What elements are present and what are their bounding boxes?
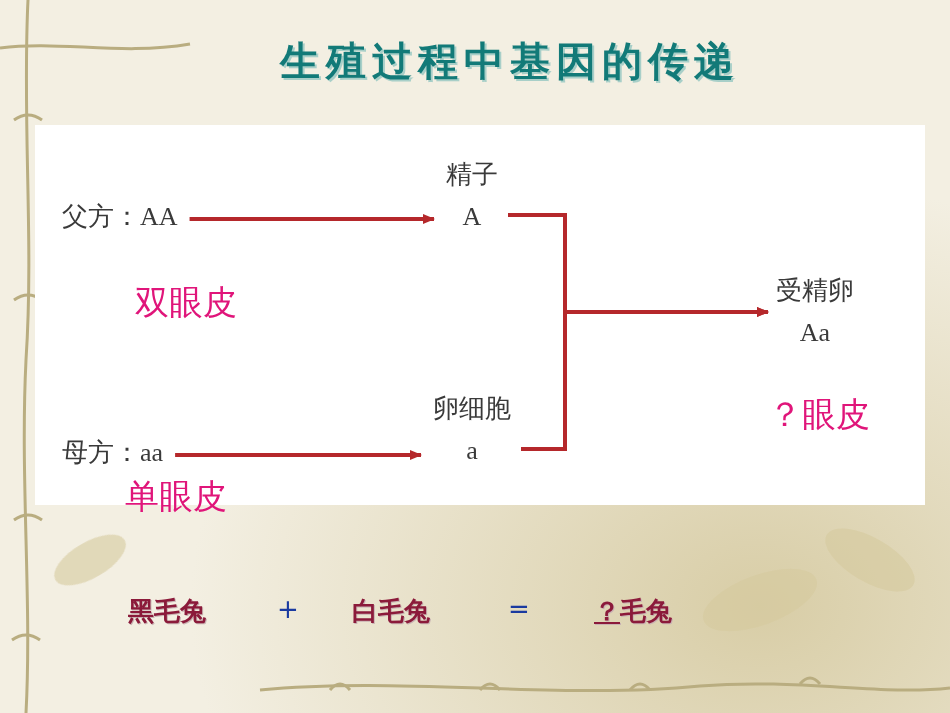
arrow-connector <box>521 312 768 449</box>
rabbit-label: 毛兔 <box>620 594 672 629</box>
node-text: 父方：AA <box>62 196 178 238</box>
node-text: A <box>446 196 498 238</box>
leaves <box>46 516 924 644</box>
gene-node: 母方：aa <box>58 432 167 474</box>
slide-title: 生殖过程中基因的传递 <box>280 34 740 89</box>
arrow-connector <box>508 215 768 312</box>
arrow-connector <box>190 217 434 221</box>
node-text: 受精卵 <box>776 270 854 312</box>
rabbit-label: 黑毛兔 <box>128 594 206 629</box>
operator: + <box>277 594 299 624</box>
node-text: Aa <box>776 312 854 354</box>
node-text: a <box>433 430 511 472</box>
arrow-connector <box>175 453 421 457</box>
trait-label: 单眼皮 <box>125 474 227 520</box>
gene-node: 父方：AA <box>58 196 182 238</box>
rabbit-label: 白毛兔 <box>352 594 430 629</box>
gene-node: 精子A <box>442 154 502 238</box>
trait-label: 双眼皮 <box>135 280 237 326</box>
trait-label: ？眼皮 <box>768 392 870 438</box>
gene-node: 受精卵Aa <box>772 270 858 354</box>
operator: = <box>508 594 530 624</box>
node-text: 精子 <box>446 154 498 196</box>
node-text: 卵细胞 <box>433 388 511 430</box>
node-text: 母方：aa <box>62 432 163 474</box>
gene-node: 卵细胞a <box>429 388 515 472</box>
